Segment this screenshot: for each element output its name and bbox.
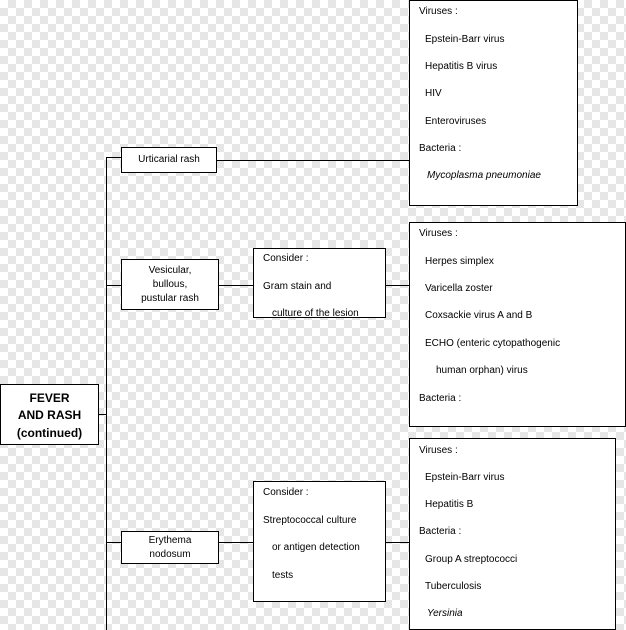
causes-erythema-bacterium: Yersinia [427,608,463,619]
causes-erythema: Viruses : Epstein-Barr virus Hepatitis B… [409,438,616,630]
connector-erythema-causes [385,542,410,543]
category-erythema-line-1: Erythema [148,535,192,546]
connector-vesicular-causes [385,285,410,286]
main-title-line-2: AND RASH [17,408,82,422]
connector-erythema [106,542,122,543]
consider-vesicular-line-2: culture of the lesion [272,308,359,318]
causes-urticarial-bacteria-label: Bacteria : [419,143,462,154]
connector-urticarial [106,157,122,158]
consider-erythema-line-2: or antigen detection [272,542,360,553]
causes-vesicular-viruses-label: Viruses : [419,228,458,239]
causes-urticarial-virus: Hepatitis B virus [425,61,498,72]
category-vesicular-line-1: Vesicular, [148,265,192,276]
connector-vesicular [106,285,122,286]
trunk-line [106,157,107,630]
causes-urticarial-virus: Enteroviruses [425,116,487,127]
causes-vesicular-virus: Herpes simplex [425,256,494,267]
main-title-line-1: FEVER [29,391,70,405]
consider-vesicular-line-1: Gram stain and [263,281,332,292]
causes-vesicular-virus: ECHO (enteric cytopathogenic [425,338,561,349]
main-title-line-3: (continued) [16,426,83,440]
consider-erythema: Consider : Streptococcal culture or anti… [253,481,386,602]
causes-vesicular-bacteria-label: Bacteria : [419,393,462,404]
connector-main [98,414,107,415]
connector-vesicular-consider [218,285,254,286]
category-urticarial-label: Urticarial rash [138,154,200,165]
category-vesicular-line-3: pustular rash [141,293,199,304]
causes-erythema-bacteria-label: Bacteria : [419,526,462,537]
connector-erythema-consider [218,542,254,543]
consider-erythema-line-1: Streptococcal culture [263,515,357,526]
causes-urticarial-viruses-label: Viruses : [419,6,458,17]
category-vesicular-line-2: bullous, [152,279,188,290]
causes-urticarial: Viruses : Epstein-Barr virus Hepatitis B… [409,0,578,206]
causes-erythema-viruses-label: Viruses : [419,445,458,456]
causes-urticarial-virus: HIV [425,88,442,99]
category-urticarial: Urticarial rash [121,147,217,173]
causes-erythema-virus: Epstein-Barr virus [425,472,505,483]
connector-urticarial-causes [216,160,410,161]
causes-erythema-bacterium: Group A streptococci [425,554,518,565]
category-erythema: Erythema nodosum [121,531,219,564]
causes-urticarial-bacterium: Mycoplasma pneumoniae [427,170,541,181]
consider-erythema-line-3: tests [272,570,294,581]
causes-vesicular-virus: Varicella zoster [425,283,493,294]
consider-vesicular: Consider : Gram stain and culture of the… [253,248,386,318]
category-erythema-line-2: nodosum [149,549,191,560]
category-vesicular: Vesicular, bullous, pustular rash [121,259,219,310]
causes-vesicular-virus: human orphan) virus [436,365,528,376]
main-node: FEVER AND RASH (continued) [0,384,99,445]
causes-erythema-virus: Hepatitis B [425,499,474,510]
consider-vesicular-heading: Consider : [263,253,309,264]
causes-vesicular: Viruses : Herpes simplex Varicella zoste… [409,222,626,427]
causes-urticarial-virus: Epstein-Barr virus [425,34,505,45]
causes-vesicular-virus: Coxsackie virus A and B [425,310,533,321]
causes-erythema-bacterium: Tuberculosis [425,581,482,592]
consider-erythema-heading: Consider : [263,487,309,498]
